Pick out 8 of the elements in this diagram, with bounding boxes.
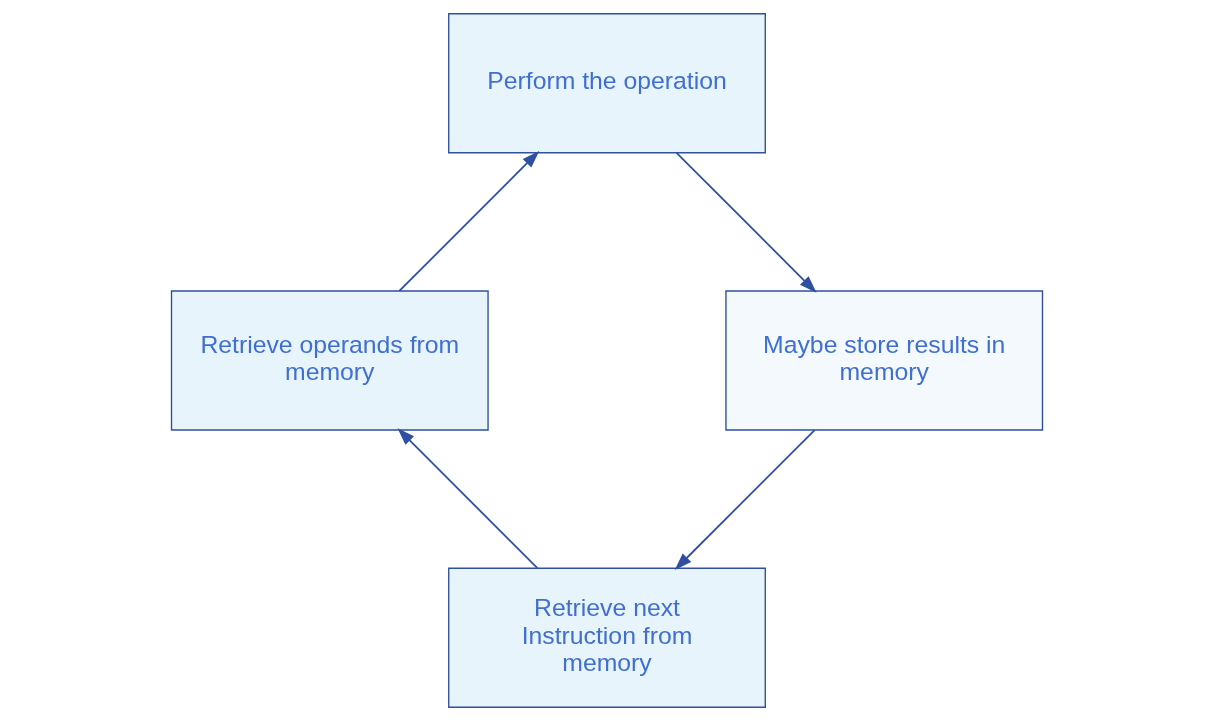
node-box: Maybe store results in memory bbox=[724, 290, 1043, 431]
node-box: Retrieve next Instruction from memory bbox=[447, 567, 766, 708]
node-box: Retrieve operands from memory bbox=[170, 290, 489, 431]
node-box: Perform the operation bbox=[447, 13, 766, 154]
arrow bbox=[397, 428, 538, 569]
arrow bbox=[398, 151, 539, 292]
arrow bbox=[674, 429, 815, 570]
arrow bbox=[675, 152, 816, 293]
